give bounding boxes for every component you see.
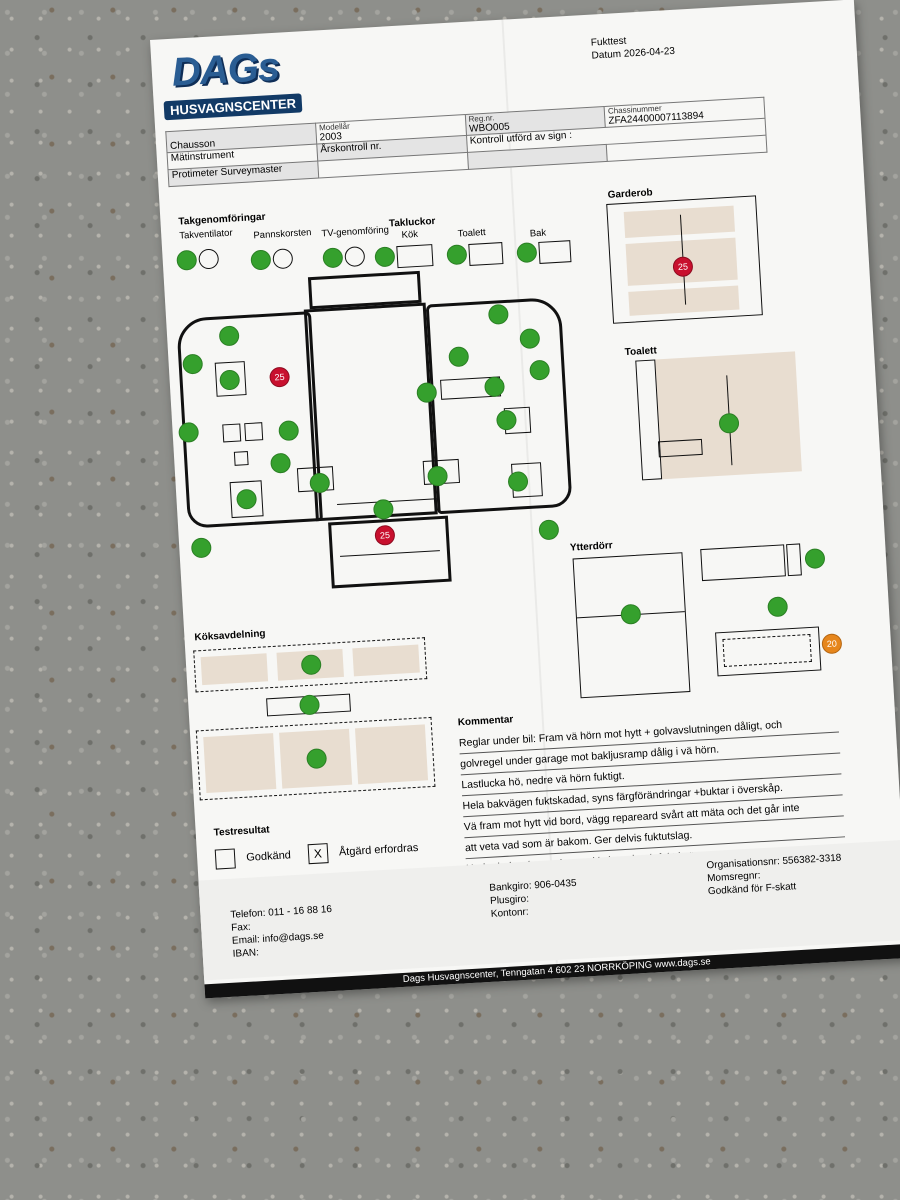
contact-info: Telefon: 011 - 16 88 16 Fax: Email: info…: [230, 903, 333, 960]
measure-point-toilet: [718, 412, 740, 434]
logo-wordmark: DAGs: [170, 44, 281, 95]
wardrobe-diagram: 25: [606, 195, 763, 324]
bank-info: Bankgiro: 906-0435 Plusgiro: Kontonr:: [489, 877, 577, 920]
plan-socket: [233, 451, 249, 466]
wardrobe-title: Garderob: [607, 187, 653, 201]
roof-penetrations-title: Takgenomföringar: [178, 211, 266, 228]
test-header: Fukttest Datum 2026-04-23: [591, 32, 676, 63]
measure-point-door-lower: 20: [821, 633, 843, 655]
moisture-test-document: DAGs HUSVAGNSCENTER Fukttest Datum 2026-…: [150, 0, 900, 999]
door-window-bottom: [715, 626, 822, 677]
hatch-toilet-label: Toalett: [457, 227, 486, 240]
roof-hatches-title: Takluckor: [388, 215, 436, 230]
logo-subtitle: HUSVAGNSCENTER: [163, 93, 303, 121]
test-result-title: Testresultat: [213, 824, 270, 839]
toilet-shelf: [657, 438, 703, 458]
toilet-diagram: [655, 351, 802, 480]
plan-heater-right: [244, 422, 264, 442]
measure-point-rear-right-corner: [538, 519, 560, 541]
dags-logo: DAGs HUSVAGNSCENTER: [161, 43, 305, 121]
tv-penetration-label: TV-genomföring: [321, 224, 390, 240]
test-result-options: Godkänd X Åtgärd erfordras: [214, 838, 419, 870]
measure-point-door-window: [804, 548, 826, 570]
hatch-kitchen-label: Kök: [401, 228, 419, 241]
door-window-top: [700, 544, 786, 582]
kitchen-hood: [266, 693, 351, 717]
measure-point-rear-left-corner: [190, 537, 212, 559]
organisation-info: Organisationsnr: 556382-3318 Momsregnr: …: [706, 852, 842, 898]
roof-ventilator-label: Takventilator: [179, 227, 233, 242]
plan-front-window: [307, 270, 422, 310]
measure-point-kitchen-hood: [298, 694, 321, 716]
approved-label: Godkänd: [245, 849, 292, 864]
measure-point-door-middle: [767, 596, 789, 618]
kitchen-lower-cabinets: [195, 716, 436, 801]
plan-heater-left: [222, 423, 242, 443]
caravan-floor-plan: 25 25: [173, 235, 611, 589]
toilet-title: Toalett: [624, 345, 658, 359]
kitchen-section-title: Köksavdelning: [194, 628, 266, 644]
chimney-label: Pannskorsten: [253, 227, 312, 242]
exterior-door-diagram: [572, 552, 691, 699]
action-required-label: Åtgärd erfordras: [338, 841, 419, 859]
kitchen-upper-cabinets: [193, 637, 428, 693]
action-required-checkbox: X: [307, 843, 329, 865]
approved-checkbox: [214, 848, 236, 870]
measure-point-door: [620, 603, 642, 625]
